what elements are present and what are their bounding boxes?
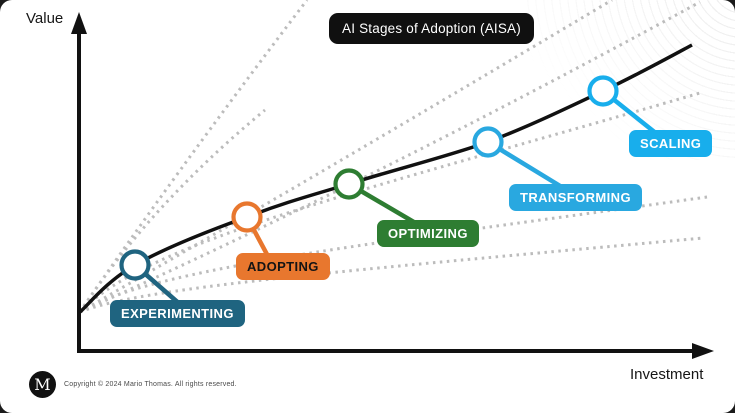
stage-label-experimenting: EXPERIMENTING (110, 300, 245, 327)
marker-experimenting (119, 249, 151, 281)
marker-scaling (587, 75, 619, 107)
marker-adopting (231, 201, 263, 233)
x-axis-label: Investment (630, 366, 704, 383)
footer: M Copyright © 2024 Mario Thomas. All rig… (29, 371, 237, 398)
stage-label-transforming: TRANSFORMING (509, 184, 642, 211)
author-logo: M (29, 371, 56, 398)
stage-label-adopting: ADOPTING (236, 253, 330, 280)
trajectory-dotted-6 (79, 195, 708, 314)
marker-optimizing (333, 168, 365, 200)
trajectory-dotted-5 (78, 91, 701, 314)
y-axis-label: Value (26, 10, 64, 27)
stage-label-scaling: SCALING (629, 130, 713, 157)
marker-transforming (472, 126, 504, 158)
trajectory-dotted-4 (79, 0, 701, 314)
copyright-text: Copyright © 2024 Mario Thomas. All right… (64, 381, 237, 388)
x-axis-arrowhead (692, 343, 714, 359)
stage-label-optimizing: OPTIMIZING (377, 220, 479, 247)
connector-transforming (485, 139, 573, 195)
y-axis-arrowhead (71, 12, 87, 34)
axes-group (77, 30, 696, 353)
trajectory-dotted-3 (79, 0, 613, 314)
chart-title: AI Stages of Adoption (AISA) (329, 13, 534, 44)
stage-marker-group (119, 75, 619, 281)
dotted-trajectory-group (78, 0, 708, 314)
